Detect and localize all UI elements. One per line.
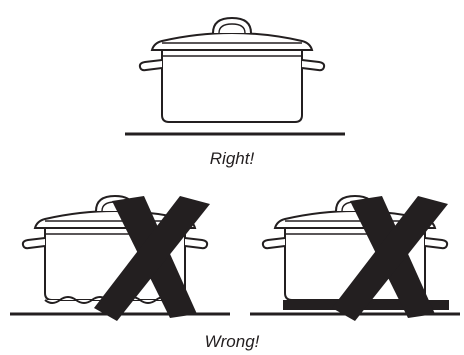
- pot-on-oversized-burner-crossed-out-icon: [250, 195, 460, 321]
- pot-on-flat-burner-icon: [125, 17, 345, 136]
- caption-wrong: Wrong!: [204, 332, 260, 351]
- caption-right: Right!: [209, 149, 255, 168]
- pot-with-warped-base-crossed-out-icon: [10, 195, 230, 321]
